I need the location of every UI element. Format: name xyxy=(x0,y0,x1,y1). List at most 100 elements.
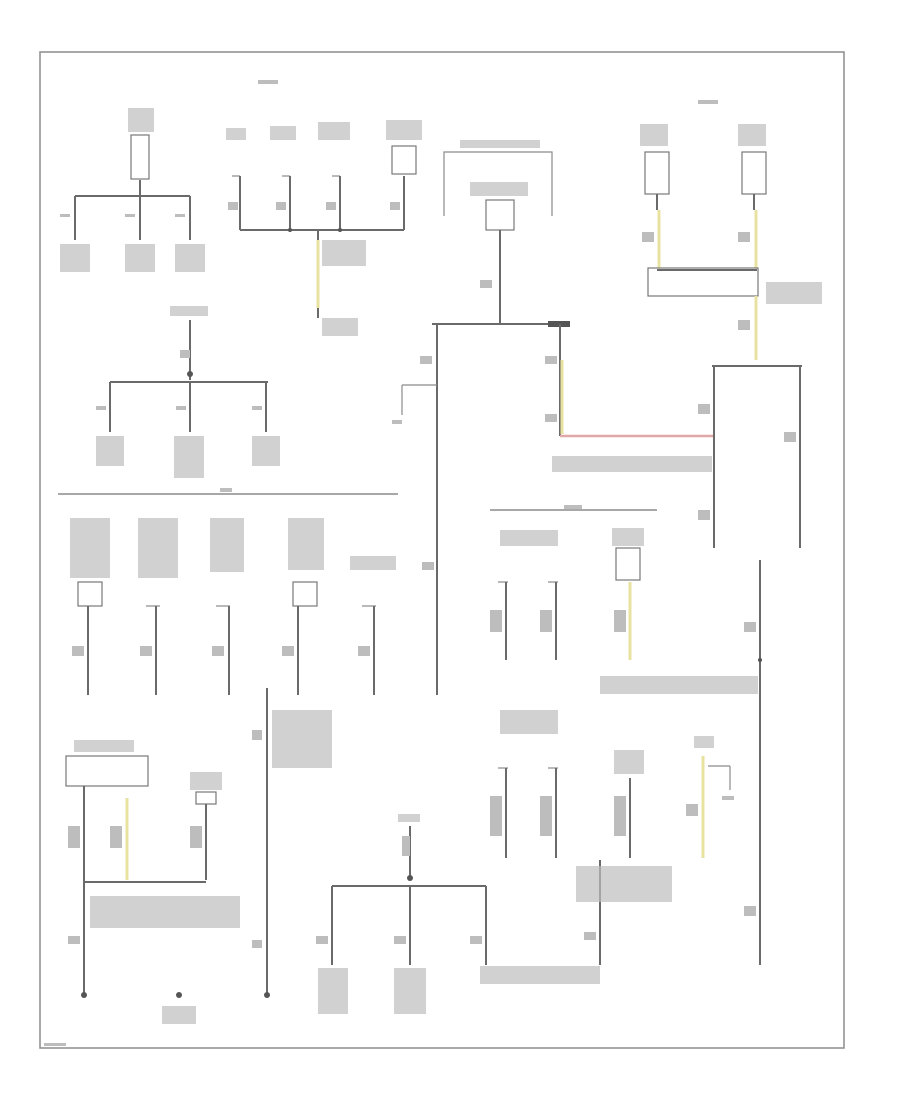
wire-label xyxy=(545,414,557,422)
center-left-splice-group xyxy=(252,688,332,995)
wire-label xyxy=(420,356,432,364)
wire-label xyxy=(326,202,336,210)
wire-label xyxy=(642,232,654,242)
right-header-label xyxy=(698,100,718,104)
splice-label xyxy=(576,866,672,902)
wire-label xyxy=(584,932,596,940)
splice-label xyxy=(600,676,758,694)
wire-label xyxy=(744,906,756,916)
ground-point-label xyxy=(162,1006,196,1024)
bottom-right-component-group xyxy=(490,710,756,965)
wire-label xyxy=(110,826,122,848)
module-label xyxy=(470,182,528,196)
section-label xyxy=(564,505,582,509)
ground-point-label xyxy=(394,968,426,1014)
ground-point-label xyxy=(175,244,205,272)
component-label-text xyxy=(70,518,110,578)
wire-label xyxy=(698,404,710,414)
component-label-text xyxy=(270,126,296,140)
wire-label xyxy=(252,730,262,740)
wire-label xyxy=(175,214,185,217)
component-label-text xyxy=(386,120,422,140)
mid-left-component-group xyxy=(70,518,396,695)
splice-label xyxy=(480,966,600,984)
wire-label xyxy=(180,350,190,358)
wire-label xyxy=(72,646,84,656)
component-label-text xyxy=(226,128,246,140)
ground-label xyxy=(322,318,358,336)
ground-point-label xyxy=(318,968,348,1014)
splice-label xyxy=(90,896,240,928)
component-connector xyxy=(644,151,670,195)
bottom-center-splice-group xyxy=(316,814,600,1014)
wire-label xyxy=(190,826,202,848)
component-connector xyxy=(77,581,103,607)
wire-label xyxy=(614,610,626,632)
wire-label xyxy=(686,804,698,816)
wire-label xyxy=(96,406,106,410)
component-label-text xyxy=(614,750,644,774)
ground-symbol xyxy=(176,992,182,998)
component-label-text xyxy=(288,518,324,570)
center-module-group xyxy=(392,140,715,695)
component-connector xyxy=(195,791,217,805)
component-label-text xyxy=(128,108,154,132)
ground-symbol xyxy=(264,992,270,998)
module-connector xyxy=(485,199,515,231)
component-label-text xyxy=(138,518,178,578)
wire-label xyxy=(614,796,626,836)
wire-label xyxy=(60,214,70,217)
wire-label xyxy=(698,510,710,520)
wire-label xyxy=(228,202,238,210)
wire-label xyxy=(252,406,262,410)
wire-label xyxy=(744,622,756,632)
wire-label xyxy=(784,432,796,442)
ground-point-label xyxy=(96,436,124,466)
wire-label xyxy=(490,796,502,836)
splice-label xyxy=(552,456,712,472)
wire-label xyxy=(282,646,294,656)
wire-label xyxy=(540,610,552,632)
ground-point-label xyxy=(60,244,90,272)
wire-label xyxy=(358,646,370,656)
diagram-frame xyxy=(39,51,845,1049)
component-label-text xyxy=(350,556,396,570)
component-connector xyxy=(65,755,149,787)
component-label-text xyxy=(210,518,244,572)
wire-label xyxy=(392,420,402,424)
component-connector xyxy=(615,547,641,581)
wire-label xyxy=(394,936,406,944)
frame-corner-label xyxy=(44,1043,66,1046)
component-label-text xyxy=(640,124,668,146)
section-label xyxy=(220,488,232,492)
mid-right-component-group xyxy=(490,528,762,965)
wire-label xyxy=(422,562,434,570)
component-label-text xyxy=(170,306,208,316)
wire-label xyxy=(212,646,224,656)
ground-point-label xyxy=(174,436,204,478)
wire-label xyxy=(480,280,492,288)
top-left-component-group xyxy=(60,108,205,272)
component-label-text xyxy=(612,528,644,546)
wire-label xyxy=(68,826,80,848)
wire-label xyxy=(390,202,400,210)
wire-label xyxy=(68,936,80,944)
component-connector xyxy=(741,151,767,195)
bottom-left-component-group xyxy=(65,740,270,1024)
component-connector xyxy=(130,134,150,180)
top-header-label xyxy=(258,80,278,84)
wire-label xyxy=(722,796,734,800)
wire-label xyxy=(545,356,557,364)
wire-label xyxy=(540,796,552,836)
bracket-label xyxy=(460,140,540,148)
wire-label xyxy=(738,320,750,330)
wire-label xyxy=(125,214,135,217)
component-label-text xyxy=(398,814,420,822)
component-label-text xyxy=(190,772,222,790)
ground-point-label xyxy=(125,244,155,272)
ground-point-label xyxy=(252,436,280,466)
wire-label xyxy=(140,646,152,656)
splice-label xyxy=(272,710,332,768)
component-connector xyxy=(292,581,318,607)
